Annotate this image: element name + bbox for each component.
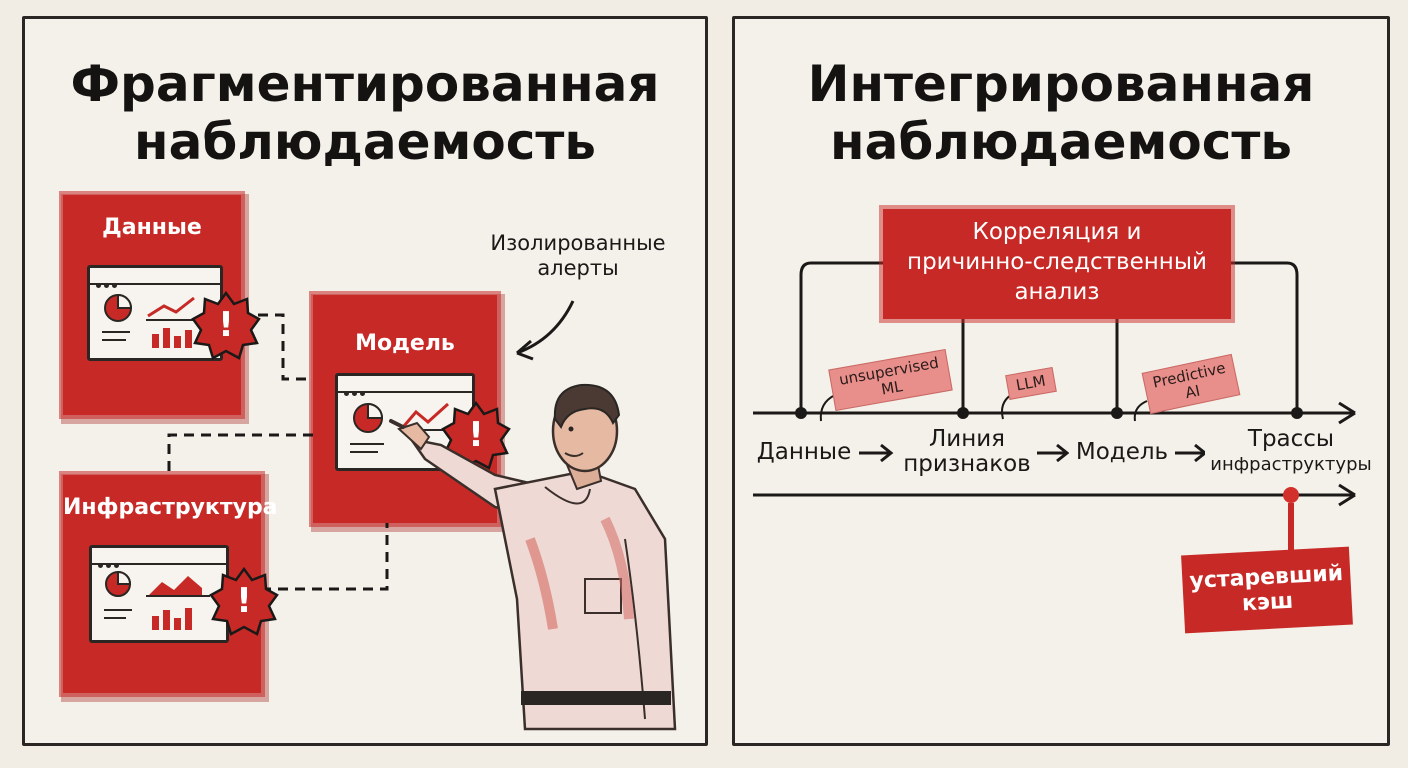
correlation-analysis-box: Корреляция и причинно-следственный анали… xyxy=(883,209,1231,319)
alert-burst-icon: ! xyxy=(209,566,279,637)
fragmented-panel: Фрагментированная наблюдаемость Данные М… xyxy=(22,16,708,746)
stale-cache-badge: устаревший кэш xyxy=(1181,546,1353,634)
stage-infra-traces: Трассы инфраструктуры xyxy=(1205,427,1377,477)
arrow-icon xyxy=(859,443,894,463)
stage-model: Модель xyxy=(1069,440,1175,465)
arrow-icon xyxy=(1037,443,1070,463)
stage-data: Данные xyxy=(749,440,859,465)
arrow-icon xyxy=(1338,483,1356,507)
arrow-icon xyxy=(1338,401,1356,425)
isolated-alerts-callout: Изолированные алерты xyxy=(490,231,666,280)
pie-chart-icon xyxy=(105,570,132,597)
dashed-connectors xyxy=(167,300,575,591)
model-box-label: Модель xyxy=(355,331,455,356)
alert-burst-icon: ! xyxy=(191,290,261,361)
presenter-illustration xyxy=(389,383,677,731)
pie-chart-icon xyxy=(353,402,384,433)
infra-box-label: Инфраструктура xyxy=(63,495,278,520)
data-box-label: Данные xyxy=(102,215,202,240)
alert-burst-icon: ! xyxy=(441,400,511,471)
left-title: Фрагментированная наблюдаемость xyxy=(70,55,660,171)
bar-chart-icon xyxy=(152,608,192,630)
pie-chart-icon xyxy=(104,293,133,322)
arrow-icon xyxy=(1175,443,1208,463)
callout-arrow xyxy=(516,300,575,355)
infra-dashboard xyxy=(89,545,229,643)
right-title: Интегрированная наблюдаемость xyxy=(807,55,1315,171)
area-chart-icon xyxy=(146,576,210,597)
pipeline-lines xyxy=(753,261,1356,553)
bar-chart-icon xyxy=(152,328,192,348)
integrated-panel: Интегрированная наблюдаемость Корреляция… xyxy=(732,16,1390,746)
stage-feature-lineage: Линия признаков xyxy=(899,427,1035,477)
